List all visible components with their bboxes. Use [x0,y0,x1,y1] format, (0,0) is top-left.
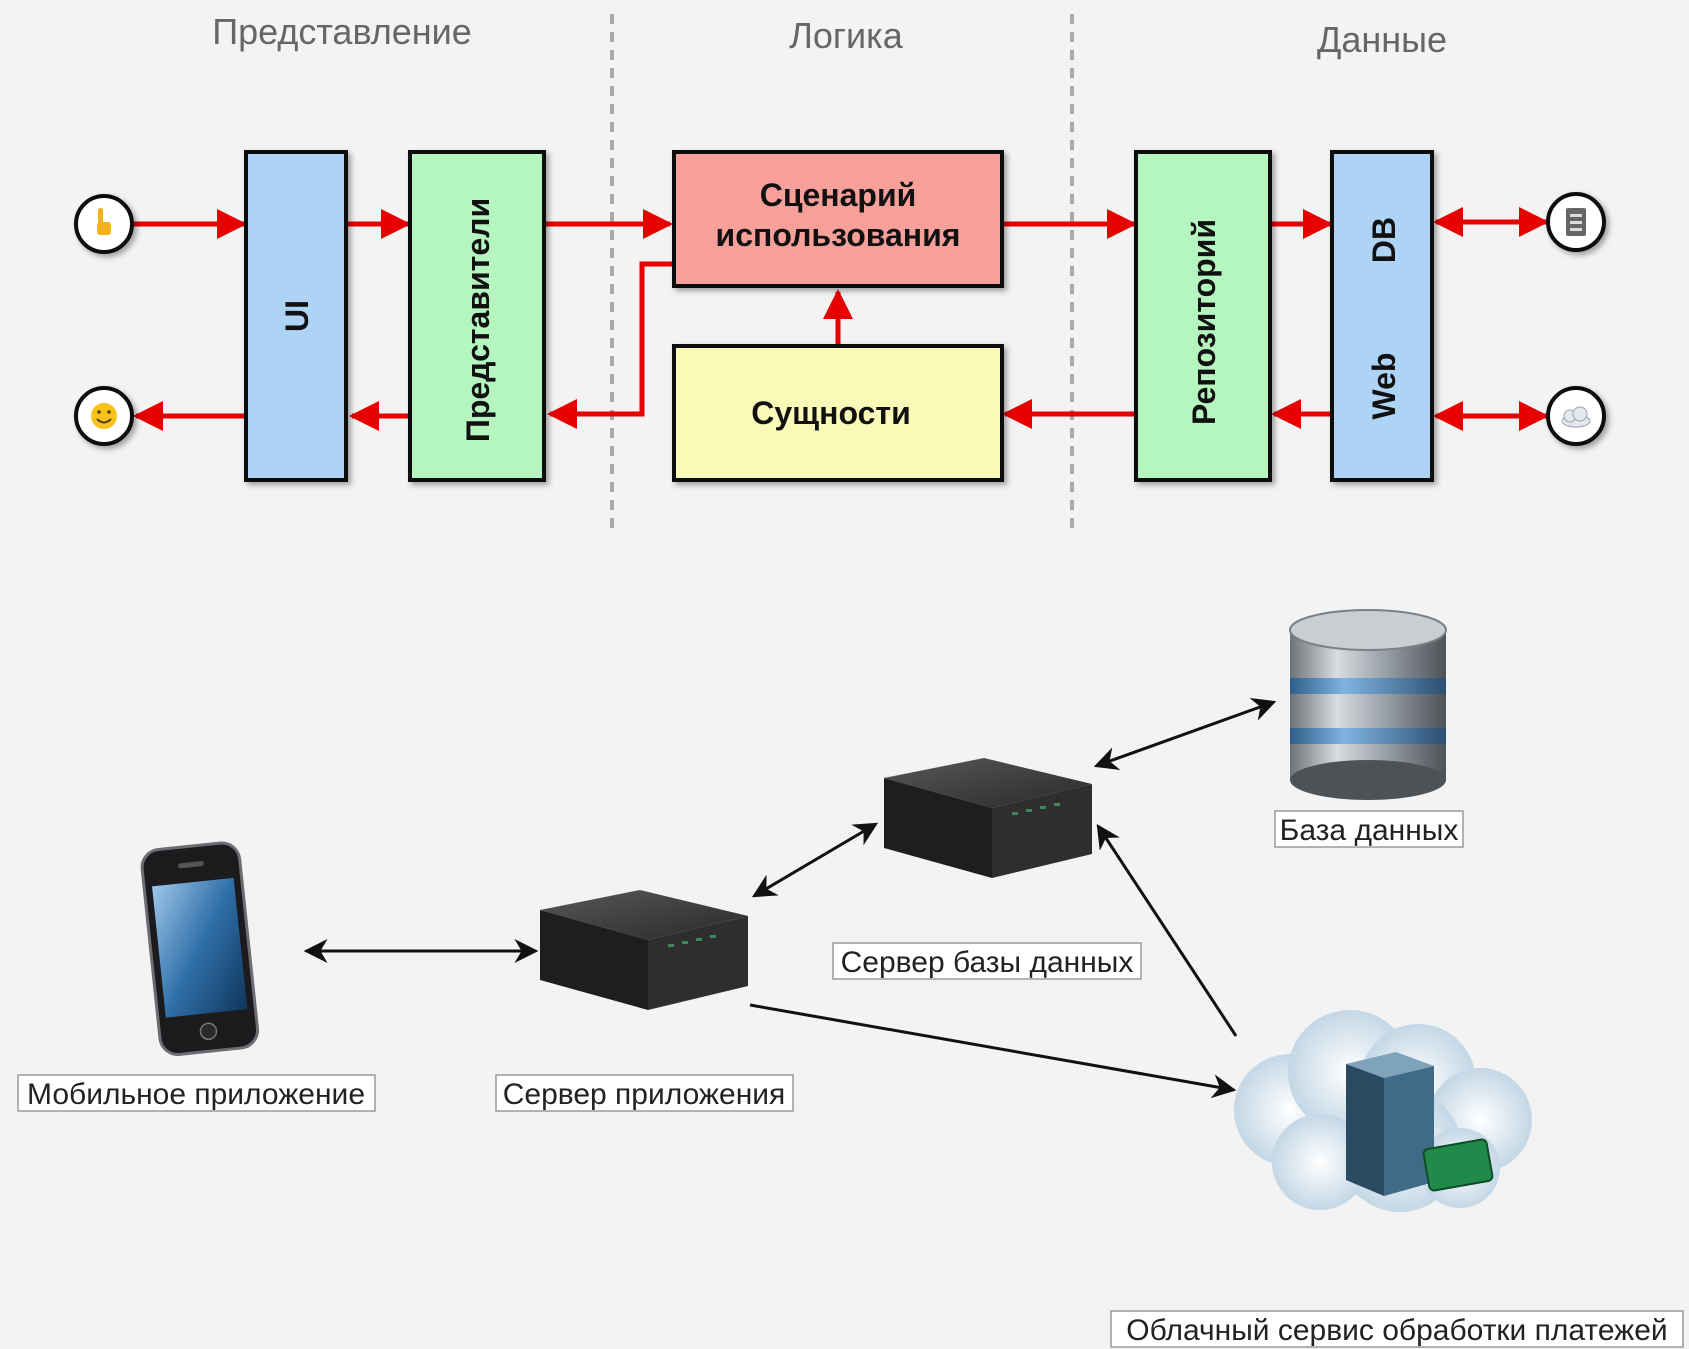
layer-title-presentation: Представление [212,11,472,52]
usecase-box-label-line2: использования [716,217,961,253]
app-server-icon [540,890,748,1010]
repository-box-label: Репозиторий [1186,219,1222,425]
db-server-label: Сервер базы данных [832,942,1142,980]
arrow-dbserver-database [1093,698,1277,770]
datasource-box [1330,150,1434,482]
smiley-face-icon [74,386,134,446]
database-icon [1546,192,1606,252]
mobile-app-label-text: Мобильное приложение [27,1078,365,1111]
repository-box [1134,150,1272,482]
payment-cloud-icon [1234,1010,1532,1212]
usecase-box [672,150,1004,288]
flow-arrows [133,207,1549,431]
pointing-hand-icon [74,194,134,254]
app-server-label-text: Сервер приложения [503,1078,786,1111]
presenters-box [408,150,546,482]
db-server-icon [884,758,1092,878]
mobile-phone-icon [140,841,260,1057]
ui-box [244,150,348,482]
entities-box-label: Сущности [751,395,911,431]
payment-cloud-label-text: Облачный сервис обработки платежей [1126,1314,1667,1347]
entities-box [672,344,1004,482]
deployment-arrows [303,698,1277,1099]
mobile-app-label: Мобильное приложение [17,1074,376,1112]
payment-cloud-label: Облачный сервис обработки платежей [1110,1310,1684,1348]
database-label-text: База данных [1280,814,1459,847]
presenters-box-label: Представители [460,198,496,442]
db-label: DB [1366,217,1402,263]
arrow-appserver-dbserver [751,822,879,898]
database-cylinder-icon [1289,609,1447,800]
cloud-icon [1546,386,1606,446]
arrow-appserver-payment [749,1003,1237,1099]
layer-title-logic: Логика [789,15,903,56]
web-label: Web [1366,353,1402,420]
arrow-payment-dbserver [1096,823,1238,1037]
arrow-usecase-to-presenters [547,261,672,429]
app-server-label: Сервер приложения [495,1074,794,1112]
db-server-label-text: Сервер базы данных [841,946,1134,979]
ui-box-label: UI [279,300,315,332]
database-label: База данных [1274,810,1464,848]
usecase-box-label-line1: Сценарий [760,177,917,213]
layer-title-data: Данные [1317,19,1447,60]
